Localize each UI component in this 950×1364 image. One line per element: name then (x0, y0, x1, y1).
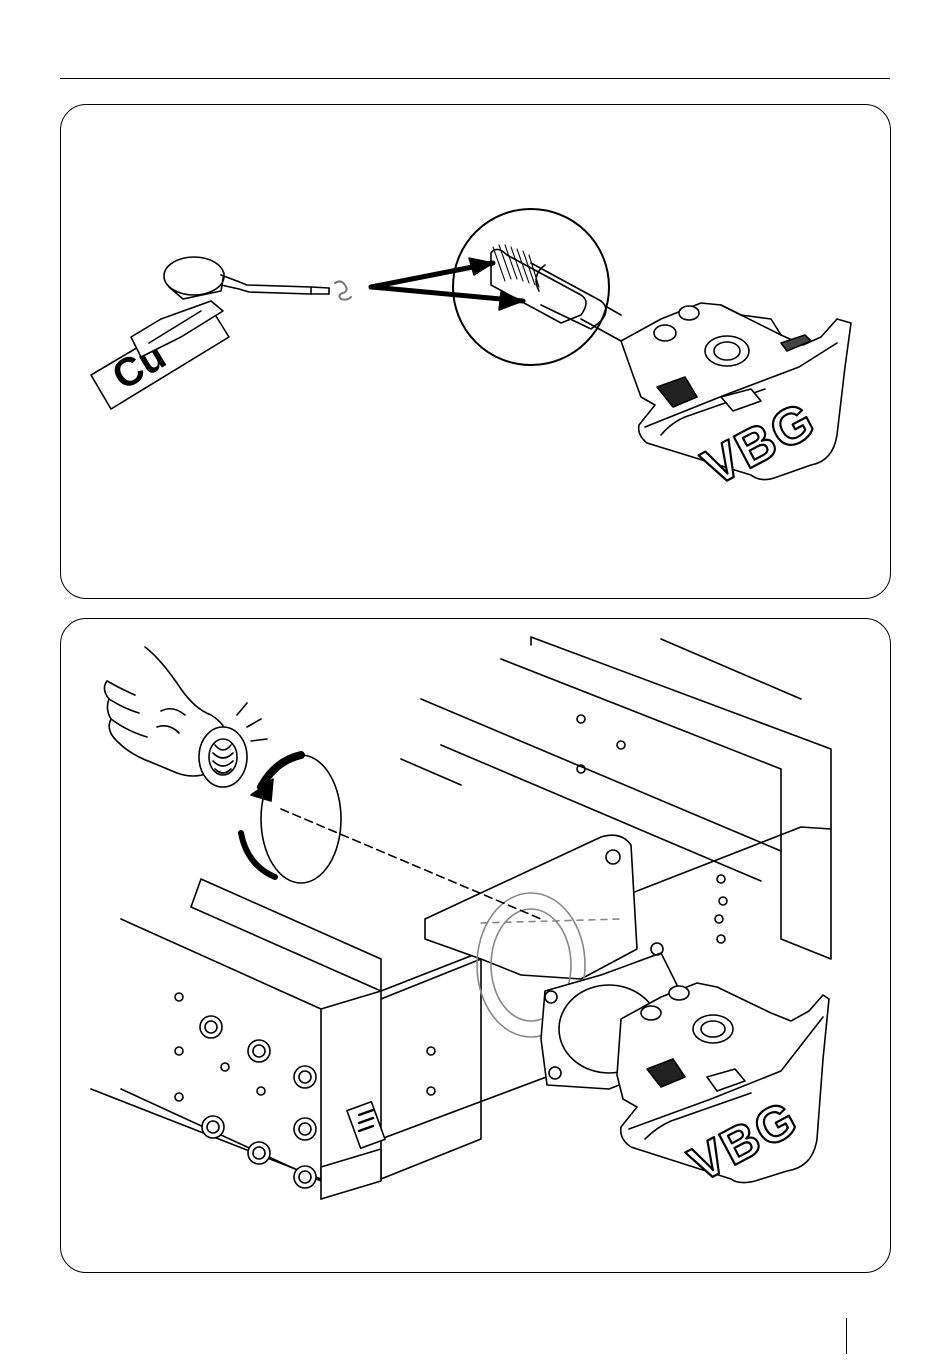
figure-panel-grease-thread: Cu (60, 104, 891, 599)
copper-grease-tube: Cu (91, 257, 351, 409)
rotation-arrow (241, 755, 341, 883)
footer-rule (846, 1318, 847, 1354)
coupling-jaw: VBG (621, 303, 851, 498)
coupling-jaw: VBG (617, 983, 829, 1193)
header-rule (60, 78, 890, 79)
mounting-illustration: VBG (61, 619, 890, 1272)
grease-illustration: Cu (61, 105, 890, 598)
figure-panel-mounting: VBG (60, 618, 891, 1273)
thread-detail-magnifier (453, 209, 621, 365)
hand-with-nut (104, 647, 267, 787)
